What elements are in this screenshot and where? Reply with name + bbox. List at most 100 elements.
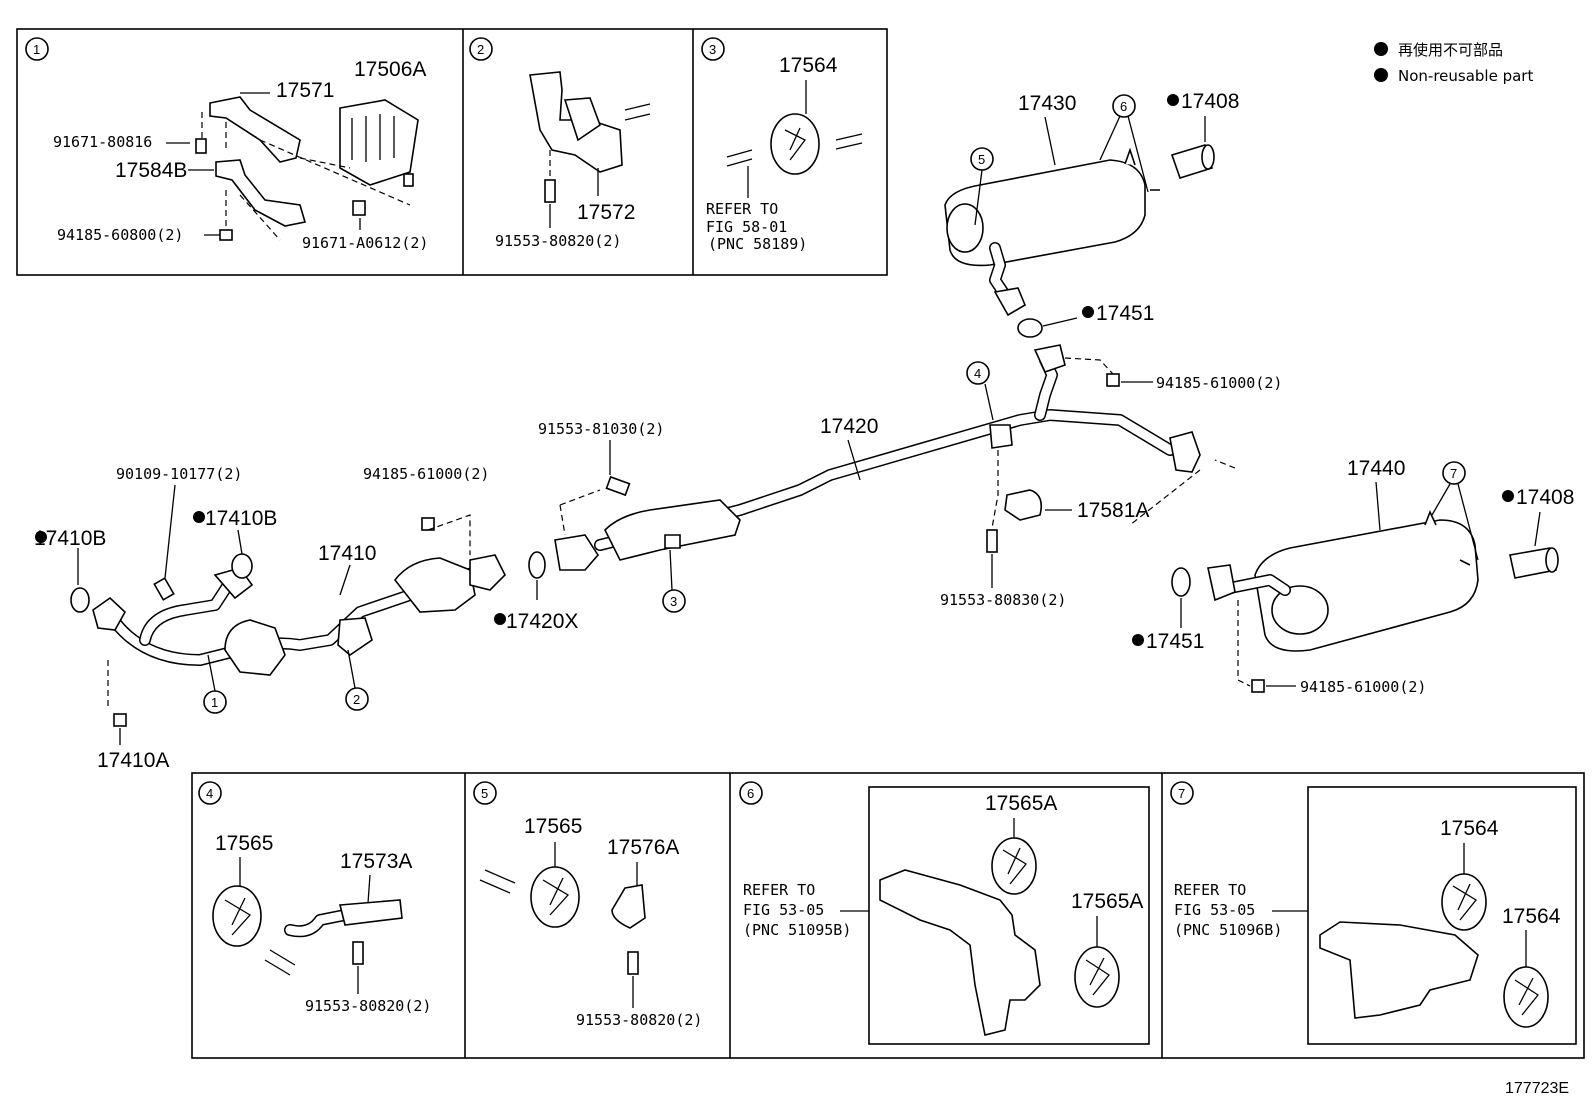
tail-pipe-end-icon bbox=[1201, 144, 1215, 170]
refer-text: REFER TO bbox=[706, 200, 778, 218]
rubber-hanger-17565-icon bbox=[530, 866, 580, 928]
non-reusable-dot-icon bbox=[1082, 306, 1094, 318]
bolt-icon bbox=[986, 529, 998, 553]
inset-2: 2 17572 91553-80820(2) bbox=[469, 37, 651, 250]
bolt-icon bbox=[352, 941, 364, 965]
inset-number: 6 bbox=[747, 786, 754, 801]
bolt-icon bbox=[544, 179, 556, 203]
callout-number: 1 bbox=[211, 695, 218, 710]
bolt-icon bbox=[627, 951, 639, 975]
part-label: 91671-A0612(2) bbox=[302, 234, 428, 252]
callout-number: 6 bbox=[1120, 99, 1127, 114]
part-label-17410: 17410 bbox=[318, 542, 376, 565]
non-reusable-dot-icon bbox=[1132, 634, 1144, 646]
callout-number: 7 bbox=[1450, 466, 1457, 481]
hanger-17581A-icon bbox=[1004, 489, 1043, 521]
front-exhaust-pipe-17410 bbox=[92, 554, 506, 676]
non-reusable-dot-icon bbox=[1374, 42, 1388, 56]
hanger-rod-icon bbox=[1124, 147, 1160, 191]
catalytic-converter-icon bbox=[224, 619, 286, 676]
flange-icon bbox=[993, 287, 1027, 317]
callout-circle bbox=[966, 361, 990, 385]
part-label: 17584B bbox=[115, 159, 187, 182]
part-label: 17565A bbox=[985, 792, 1057, 815]
callout-circle bbox=[662, 589, 686, 613]
part-label: 91553-81030(2) bbox=[538, 420, 664, 438]
part-label: 91671-80816 bbox=[53, 133, 152, 151]
non-reusable-dot-icon bbox=[1502, 490, 1514, 502]
part-label-17420X: 17420X bbox=[506, 610, 578, 633]
gasket-17451-icon bbox=[1171, 567, 1191, 597]
body-bracket-icon bbox=[1319, 921, 1479, 1019]
rubber-hanger-17565A-icon bbox=[991, 837, 1037, 895]
part-label: 17573A bbox=[340, 850, 412, 873]
refer-text: FIG 53-05 bbox=[743, 901, 824, 919]
non-reusable-dot-icon bbox=[1167, 94, 1179, 106]
refer-text: REFER TO bbox=[743, 881, 815, 899]
body-bracket-icon bbox=[879, 869, 1041, 1036]
callout-circle bbox=[345, 687, 369, 711]
muffler-end-icon bbox=[1271, 585, 1329, 635]
legend: 再使用不可部品 Non-reusable part bbox=[1374, 41, 1533, 85]
bracket-icon bbox=[337, 617, 373, 657]
flange-icon bbox=[1207, 564, 1236, 602]
inset-1: 1 17506A 17571 91671-80816 17584B 94185-… bbox=[25, 37, 428, 252]
inset-5: 5 17565 17576A 91553-80820(2) bbox=[473, 781, 702, 1029]
part-label: 17565 bbox=[524, 815, 582, 838]
flange-icon bbox=[469, 554, 506, 591]
refer-text: FIG 53-05 bbox=[1174, 901, 1255, 919]
part-label: 90109-10177(2) bbox=[116, 465, 242, 483]
part-label: 91553-80820(2) bbox=[305, 997, 431, 1015]
callout-circle bbox=[469, 37, 493, 61]
callout-circle bbox=[1442, 461, 1466, 485]
inset-panel-top bbox=[16, 28, 888, 276]
rubber-hanger-17564 bbox=[770, 113, 820, 175]
part-label: 17571 bbox=[276, 79, 334, 102]
callout-number: 2 bbox=[353, 692, 360, 707]
callout-circle bbox=[701, 37, 725, 61]
hanger-rod-icon bbox=[1424, 509, 1471, 566]
callout-circle bbox=[198, 781, 222, 805]
bolt-icon bbox=[195, 138, 207, 154]
hanger-17576A-icon bbox=[611, 884, 646, 929]
inset-panel-bottom bbox=[191, 772, 1585, 1059]
callout-number: 5 bbox=[978, 152, 985, 167]
nut-icon bbox=[1251, 679, 1265, 693]
part-label-17451: 17451 bbox=[1146, 630, 1204, 653]
muffler-17440 bbox=[1207, 509, 1479, 652]
part-label: 17564 bbox=[779, 54, 838, 77]
part-label: 94185-60800(2) bbox=[57, 226, 183, 244]
part-label: 94185-61000(2) bbox=[363, 465, 489, 483]
part-label-17408: 17408 bbox=[1516, 486, 1574, 509]
rubber-hanger-17564-icon bbox=[1441, 873, 1487, 931]
flange-icon bbox=[554, 534, 599, 571]
gasket-17410B-icon bbox=[231, 553, 253, 579]
bracket-17573A-icon bbox=[338, 899, 403, 926]
refer-text: (PNC 51095B) bbox=[743, 921, 851, 939]
part-label: 17506A bbox=[354, 58, 426, 81]
gasket-17410B-icon bbox=[70, 587, 90, 613]
part-label: 17576A bbox=[607, 836, 679, 859]
legend-en: Non-reusable part bbox=[1398, 67, 1533, 85]
gasket-17451-icon bbox=[1017, 318, 1043, 338]
muffler-end-icon bbox=[946, 203, 984, 253]
non-reusable-dot-icon bbox=[35, 531, 47, 543]
center-exhaust-pipe-17420 bbox=[554, 344, 1201, 571]
refer-text: (PNC 58189) bbox=[708, 235, 807, 253]
inset-6: 6 REFER TO FIG 53-05 (PNC 51095B) 17565A… bbox=[739, 781, 1143, 1036]
tail-pipe-end-icon bbox=[1545, 547, 1559, 573]
inset-number: 2 bbox=[477, 42, 484, 57]
bracket-17584B bbox=[215, 159, 307, 227]
rubber-hanger-icon bbox=[563, 97, 601, 142]
flange-icon bbox=[1033, 344, 1066, 373]
part-label-17451: 17451 bbox=[1096, 302, 1154, 325]
inset-7: 7 REFER TO FIG 53-05 (PNC 51096B) 17564 … bbox=[1170, 781, 1561, 1028]
insulator-17506A bbox=[339, 99, 419, 186]
refer-text: FIG 58-01 bbox=[706, 218, 787, 236]
part-label: 91553-80830(2) bbox=[940, 591, 1066, 609]
bracket-icon bbox=[664, 534, 681, 549]
bracket-17571 bbox=[209, 96, 301, 163]
catalytic-converter-icon bbox=[604, 499, 741, 561]
callout-circle bbox=[739, 781, 763, 805]
